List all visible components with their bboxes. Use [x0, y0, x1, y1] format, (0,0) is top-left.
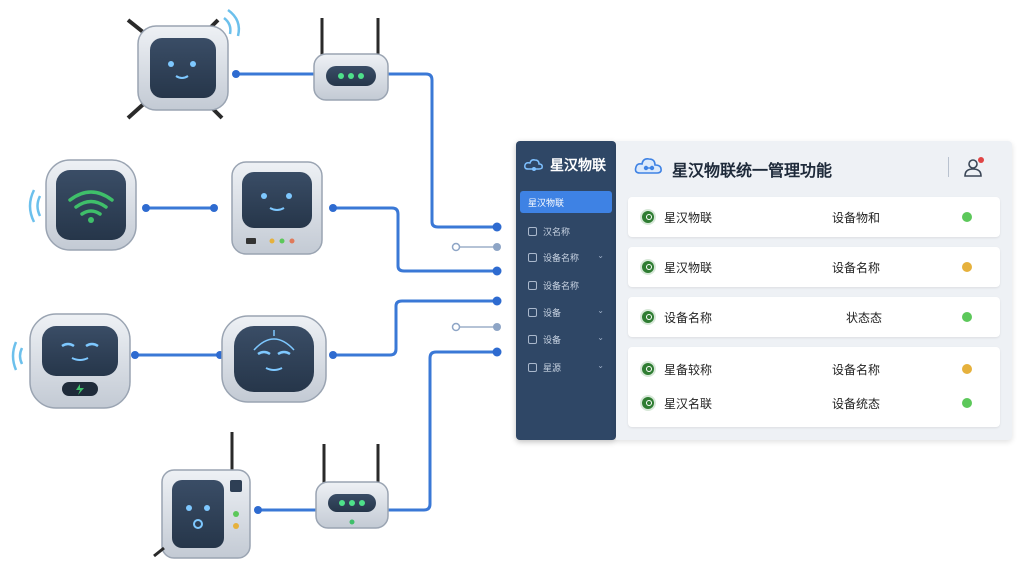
- wifi-display-device: [28, 159, 137, 251]
- connection-wires: [133, 72, 499, 512]
- controller-bottom-device: [153, 432, 251, 559]
- wire-router-top-panel: [384, 72, 499, 229]
- connection-ports: [131, 70, 502, 514]
- panel-header: 星汉物联统一管理功能: [616, 141, 1012, 191]
- brand: 星汉物联: [524, 153, 606, 177]
- wire-router-bottom-panel: [384, 350, 499, 512]
- device-status-icon: [642, 397, 654, 409]
- status-dot: [962, 364, 972, 374]
- device-card-4[interactable]: 星备较称 设备名称 星汉名联 设备统态: [628, 347, 1000, 427]
- device-card-3[interactable]: 设备名称 状态态: [628, 297, 1000, 337]
- table-row: 星备较称 设备名称: [628, 357, 1000, 381]
- device-name: 星汉物联: [664, 261, 713, 275]
- device-status-icon: [642, 311, 654, 323]
- device-name: 星汉名联: [664, 397, 713, 411]
- chevron-down-icon: ⌄: [597, 333, 604, 342]
- nav-item-label: 设备: [543, 335, 562, 346]
- device-status-icon: [642, 211, 654, 223]
- brand-name: 星汉物联: [550, 158, 606, 174]
- status-dot: [962, 312, 972, 322]
- nav-item-3[interactable]: 设备名称 ⌄: [520, 246, 612, 268]
- wire-round-panel: [331, 299, 499, 357]
- user-alert-icon[interactable]: [962, 155, 986, 179]
- device-attribute: 设备物和: [832, 211, 881, 225]
- table-row: 设备名称 状态态: [628, 305, 1000, 329]
- device-card-2[interactable]: 星汉物联 设备名称: [628, 247, 1000, 287]
- robot-mid-device: [231, 161, 323, 255]
- charging-icon: [76, 384, 84, 395]
- router-bottom-device: [315, 444, 389, 529]
- status-dot: [962, 212, 972, 222]
- nav-item-7[interactable]: 星源 ⌄: [520, 356, 612, 378]
- nav-item-label: 汉名称: [543, 227, 571, 238]
- table-row: 星汉物联 设备物和: [628, 205, 1000, 229]
- nav-item-label: 星汉物联: [528, 198, 565, 209]
- page-title: 星汉物联统一管理功能: [672, 161, 833, 180]
- device-card-1[interactable]: 星汉物联 设备物和: [628, 197, 1000, 237]
- nav-item-label: 星源: [543, 363, 562, 374]
- device-attribute: 设备名称: [832, 261, 881, 275]
- header-divider: [948, 157, 949, 177]
- nav-item-label: 设备名称: [543, 253, 580, 264]
- table-row: 星汉名联 设备统态: [628, 391, 1000, 415]
- wifi-signal-icon: [223, 17, 232, 35]
- nav-item-icon: [528, 280, 537, 290]
- table-row: 星汉物联 设备名称: [628, 255, 1000, 279]
- device-name: 设备名称: [664, 311, 713, 325]
- nav-item-5[interactable]: 设备 ⌄: [520, 301, 612, 323]
- nav-item-label: 设备名称: [543, 281, 580, 292]
- nav-item-icon: [528, 362, 537, 372]
- router-top-device: [313, 18, 389, 101]
- nav-item-2[interactable]: 汉名称: [520, 220, 612, 242]
- status-dot: [962, 262, 972, 272]
- robot-charger-device: [11, 313, 131, 409]
- device-name: 星汉物联: [664, 211, 713, 225]
- cloud-logo-icon: [524, 159, 543, 171]
- side-navigation: 星汉物联 星汉物联 汉名称 设备名称 ⌄ 设备名称 设备 ⌄ 设备 ⌄: [516, 141, 616, 440]
- device-status-icon: [642, 261, 654, 273]
- status-dot: [962, 398, 972, 408]
- wire-robot-mid-panel: [331, 206, 499, 273]
- nav-item-4[interactable]: 设备名称: [520, 274, 612, 296]
- nav-item-label: 设备: [543, 308, 562, 319]
- device-status-icon: [642, 363, 654, 375]
- device-attribute: 设备统态: [832, 397, 881, 411]
- chevron-down-icon: ⌄: [597, 361, 604, 370]
- robot-top-device: [126, 8, 241, 120]
- nav-item-6[interactable]: 设备 ⌄: [520, 328, 612, 350]
- main-panel: 星汉物联统一管理功能 星汉物联 设备物和 星汉物联 设备名称: [616, 141, 1012, 440]
- nav-item-icon: [528, 226, 537, 236]
- nav-item-icon: [528, 334, 537, 344]
- nav-item-1[interactable]: 星汉物联: [520, 191, 612, 213]
- nav-item-icon: [528, 252, 537, 262]
- chevron-down-icon: ⌄: [597, 306, 604, 315]
- robot-round-device: [221, 315, 327, 403]
- wifi-icon: [68, 190, 114, 216]
- chevron-down-icon: ⌄: [597, 251, 604, 260]
- device-name: 星备较称: [664, 363, 713, 377]
- device-attribute: 设备名称: [832, 363, 881, 377]
- device-attribute: 状态态: [846, 311, 883, 325]
- cloud-logo-icon: [634, 158, 662, 174]
- nav-item-icon: [528, 307, 537, 317]
